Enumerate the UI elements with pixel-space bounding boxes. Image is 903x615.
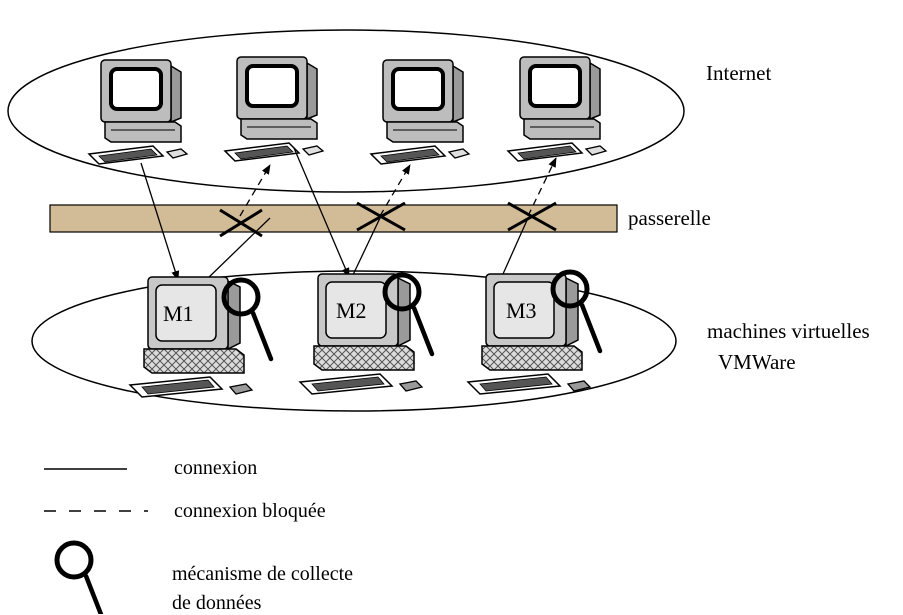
legend-connection-label: connexion — [174, 457, 258, 479]
connection-line — [293, 147, 350, 278]
vm-computer-2 — [299, 273, 423, 395]
internet-label: Internet — [706, 61, 772, 85]
block-cross — [219, 208, 263, 238]
machine-label-1: M1 — [163, 301, 194, 326]
legend-blocked-label: connexion bloquée — [174, 500, 326, 522]
vm-computer-1 — [129, 276, 253, 398]
machine-label-2: M2 — [336, 298, 367, 323]
internet-computer-1 — [87, 58, 189, 166]
connection-line — [140, 162, 180, 281]
internet-computer-3 — [369, 58, 471, 166]
machine-label-3: M3 — [506, 298, 537, 323]
blocked-connection-line — [527, 157, 557, 217]
connection-line — [205, 217, 271, 281]
block-cross — [507, 201, 557, 232]
block-cross — [356, 201, 406, 232]
internet-computer-2 — [223, 55, 325, 163]
legend-collector-label-line1: mécanisme de collecte — [172, 563, 354, 585]
vm-zone — [31, 270, 677, 412]
internet-zone — [7, 29, 685, 193]
internet-computer-4 — [506, 55, 608, 163]
connection-line — [502, 217, 529, 275]
legend-magnifier-icon — [57, 543, 104, 614]
vm-label-line1: machines virtuelles — [707, 319, 870, 343]
gateway-label: passerelle — [628, 206, 711, 230]
blocked-connection-line — [239, 164, 271, 217]
gateway-bar — [49, 204, 618, 233]
vm-computer-3 — [467, 273, 591, 395]
legend-collector-label-line2: de données — [172, 592, 262, 614]
connection-line — [351, 217, 381, 278]
blocked-connection-line — [379, 164, 411, 217]
vm-label-line2: VMWare — [718, 350, 796, 374]
